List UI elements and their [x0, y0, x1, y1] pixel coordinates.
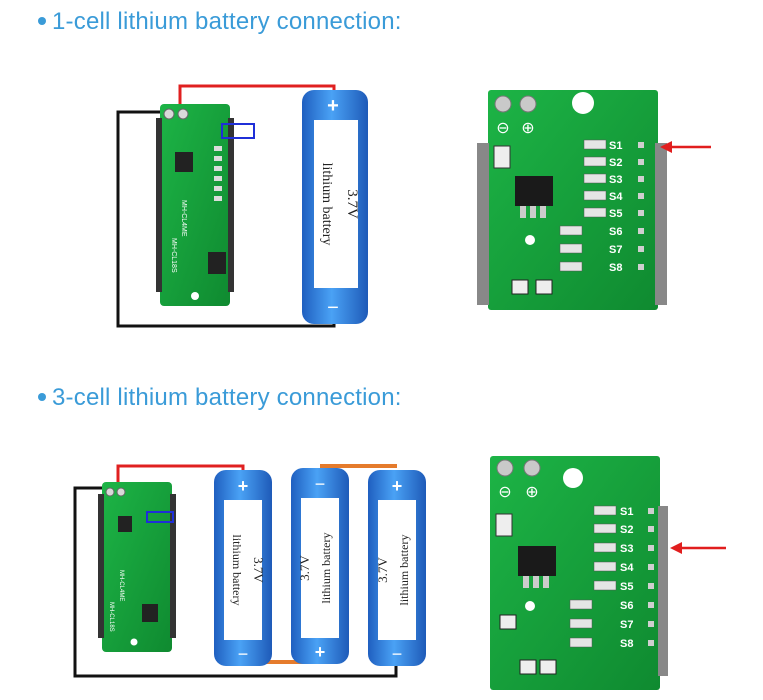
section1-heading: 1-cell lithium battery connection:	[38, 8, 402, 36]
pcb-label-2: MH-CL4ME	[180, 200, 187, 237]
bullet-icon	[38, 16, 46, 25]
red-arrow	[660, 141, 711, 153]
battery: + − 3.7V lithium battery	[302, 90, 368, 324]
section2-heading: 3-cell lithium battery connection:	[38, 384, 402, 412]
battery-top-terminal: +	[238, 476, 249, 496]
battery-3: + − 3.7V lithium battery	[368, 470, 426, 666]
pad-s3: S3	[609, 174, 622, 186]
battery-minus: −	[327, 297, 339, 319]
black-wire	[73, 486, 398, 678]
battery-top-terminal: −	[315, 474, 326, 494]
battery-label: lithium battery	[397, 535, 411, 606]
battery-label: lithium battery	[319, 533, 333, 604]
pad-s4: S4	[620, 562, 634, 574]
pad-s1: S1	[609, 140, 622, 152]
pad-s3: S3	[620, 543, 633, 555]
pad-s2: S2	[620, 524, 633, 536]
battery-2: − + 3.7V lithium battery	[291, 468, 349, 664]
battery-1: + − 3.7V lithium battery	[214, 470, 272, 666]
battery-voltage: 3.7V	[344, 189, 360, 219]
pad-s6: S6	[620, 600, 633, 612]
pad-s1: S1	[620, 506, 633, 518]
pcb-label-2: MH-CL4ME	[118, 570, 124, 601]
zoomed-pcb: ⊖ ⊕ S1 S2 S3 S4 S5 S6 S7 S8	[477, 90, 667, 310]
red-arrow	[670, 542, 726, 554]
battery-plus: +	[327, 95, 339, 117]
pad-s7: S7	[620, 619, 633, 631]
battery-label: lithium battery	[319, 163, 334, 246]
battery-top-terminal: +	[392, 476, 403, 496]
battery-bottom-terminal: +	[315, 642, 326, 662]
pad-s4: S4	[609, 191, 623, 203]
pcb-label: MH-CL18S	[170, 238, 177, 273]
small-pcb: MH-CL18S MH-CL4ME	[156, 104, 255, 306]
battery-label: lithium battery	[230, 535, 244, 606]
battery-voltage: 3.7V	[375, 557, 390, 583]
battery-voltage: 3.7V	[297, 555, 312, 581]
terminal-plus: ⊕	[521, 120, 534, 137]
terminal-minus: ⊖	[498, 484, 511, 501]
pad-s8: S8	[609, 262, 622, 274]
terminal-minus: ⊖	[496, 120, 509, 137]
terminal-plus: ⊕	[525, 484, 538, 501]
small-pcb: MH-CL18S MH-CL4ME	[98, 482, 176, 652]
bullet-icon	[38, 392, 46, 401]
pad-s8: S8	[620, 638, 633, 650]
pad-s2: S2	[609, 157, 622, 169]
section1-heading-text: 1-cell lithium battery connection:	[52, 8, 402, 35]
pad-s7: S7	[609, 244, 622, 256]
zoomed-pcb: ⊖ ⊕ S1 S2 S3 S4 S5 S6 S7 S8	[490, 456, 668, 690]
pad-s5: S5	[609, 208, 622, 220]
section2-heading-text: 3-cell lithium battery connection:	[52, 384, 402, 411]
battery-voltage: 3.7V	[251, 557, 266, 583]
battery-bottom-terminal: −	[392, 644, 403, 664]
pcb-label: MH-CL18S	[108, 602, 114, 632]
pad-s6: S6	[609, 226, 622, 238]
battery-bottom-terminal: −	[238, 644, 249, 664]
pad-s5: S5	[620, 581, 633, 593]
